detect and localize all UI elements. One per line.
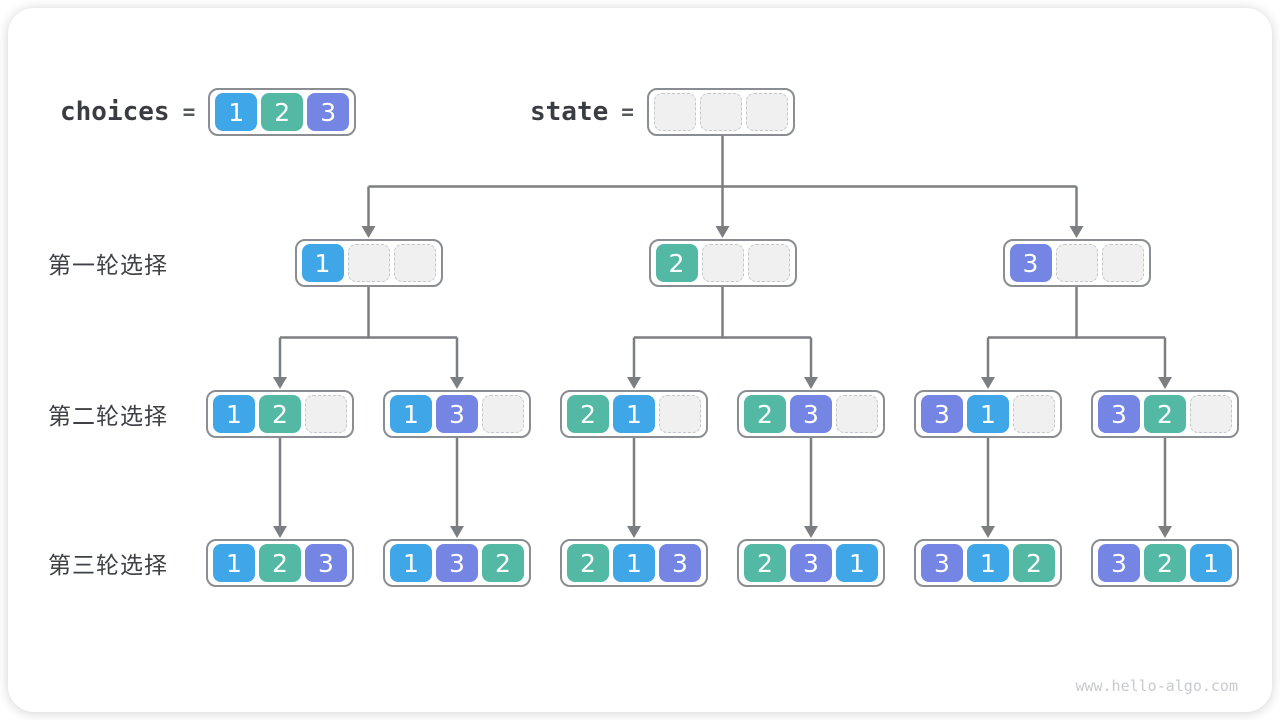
- value-cell: 2: [259, 395, 301, 433]
- value-cell: 1: [390, 544, 432, 582]
- value-cell: 3: [790, 544, 832, 582]
- empty-cell: [836, 395, 878, 433]
- empty-cell: [659, 395, 701, 433]
- value-cell: 1: [967, 544, 1009, 582]
- empty-cell: [699, 93, 742, 131]
- value-cell: 2: [655, 244, 698, 282]
- tree-node: 1: [294, 239, 443, 287]
- empty-cell: [1055, 244, 1098, 282]
- value-cell: 1: [215, 93, 258, 131]
- state-box: [646, 88, 795, 136]
- value-cell: 3: [1098, 544, 1140, 582]
- value-cell: 2: [567, 544, 609, 582]
- arrowhead-icon: [1158, 377, 1172, 389]
- arrowhead-icon: [627, 377, 641, 389]
- value-cell: 3: [436, 395, 478, 433]
- value-cell: 3: [1098, 395, 1140, 433]
- arrowhead-icon: [1158, 526, 1172, 538]
- tree-node: 3: [1002, 239, 1151, 287]
- value-cell: 3: [921, 544, 963, 582]
- value-cell: 2: [1144, 544, 1186, 582]
- arrowhead-icon: [804, 377, 818, 389]
- empty-cell: [1190, 395, 1232, 433]
- value-cell: 3: [790, 395, 832, 433]
- state-label: state: [530, 97, 609, 127]
- value-cell: 3: [307, 93, 350, 131]
- empty-cell: [701, 244, 744, 282]
- arrowhead-icon: [361, 226, 376, 238]
- arrowhead-icon: [273, 526, 287, 538]
- empty-cell: [347, 244, 390, 282]
- value-cell: 1: [301, 244, 344, 282]
- arrowhead-icon: [627, 526, 641, 538]
- arrowhead-icon: [804, 526, 818, 538]
- value-cell: 3: [305, 544, 347, 582]
- value-cell: 1: [213, 544, 255, 582]
- value-cell: 1: [213, 395, 255, 433]
- value-cell: 2: [744, 544, 786, 582]
- empty-cell: [653, 93, 696, 131]
- arrowhead-icon: [981, 377, 995, 389]
- value-cell: 3: [1009, 244, 1052, 282]
- empty-cell: [745, 93, 788, 131]
- arrowhead-icon: [450, 526, 464, 538]
- empty-cell: [747, 244, 790, 282]
- value-cell: 3: [436, 544, 478, 582]
- round-1-label: 第一轮选择: [48, 252, 168, 278]
- round-3-label: 第三轮选择: [48, 552, 168, 578]
- value-cell: 1: [613, 395, 655, 433]
- empty-cell: [482, 395, 524, 433]
- arrowhead-icon: [981, 526, 995, 538]
- value-cell: 2: [482, 544, 524, 582]
- value-cell: 2: [261, 93, 304, 131]
- round-2-label: 第二轮选择: [48, 403, 168, 429]
- value-cell: 3: [659, 544, 701, 582]
- equals-sign: =: [182, 100, 196, 124]
- value-cell: 2: [259, 544, 301, 582]
- empty-cell: [1101, 244, 1144, 282]
- equals-sign: =: [621, 100, 634, 124]
- empty-cell: [305, 395, 347, 433]
- tree-node: 2: [648, 239, 797, 287]
- arrowhead-icon: [273, 377, 287, 389]
- choices-label: choices: [60, 97, 170, 127]
- arrowhead-icon: [715, 226, 730, 238]
- value-cell: 2: [567, 395, 609, 433]
- value-cell: 1: [836, 544, 878, 582]
- value-cell: 2: [744, 395, 786, 433]
- empty-cell: [393, 244, 436, 282]
- value-cell: 1: [613, 544, 655, 582]
- value-cell: 3: [921, 395, 963, 433]
- value-cell: 2: [1144, 395, 1186, 433]
- watermark: www.hello-algo.com: [1075, 677, 1238, 695]
- arrowhead-icon: [1069, 226, 1084, 238]
- empty-cell: [1013, 395, 1055, 433]
- value-cell: 2: [1013, 544, 1055, 582]
- value-cell: 1: [390, 395, 432, 433]
- value-cell: 1: [1190, 544, 1232, 582]
- state-legend: state =: [530, 88, 795, 136]
- arrowhead-icon: [450, 377, 464, 389]
- value-cell: 1: [967, 395, 1009, 433]
